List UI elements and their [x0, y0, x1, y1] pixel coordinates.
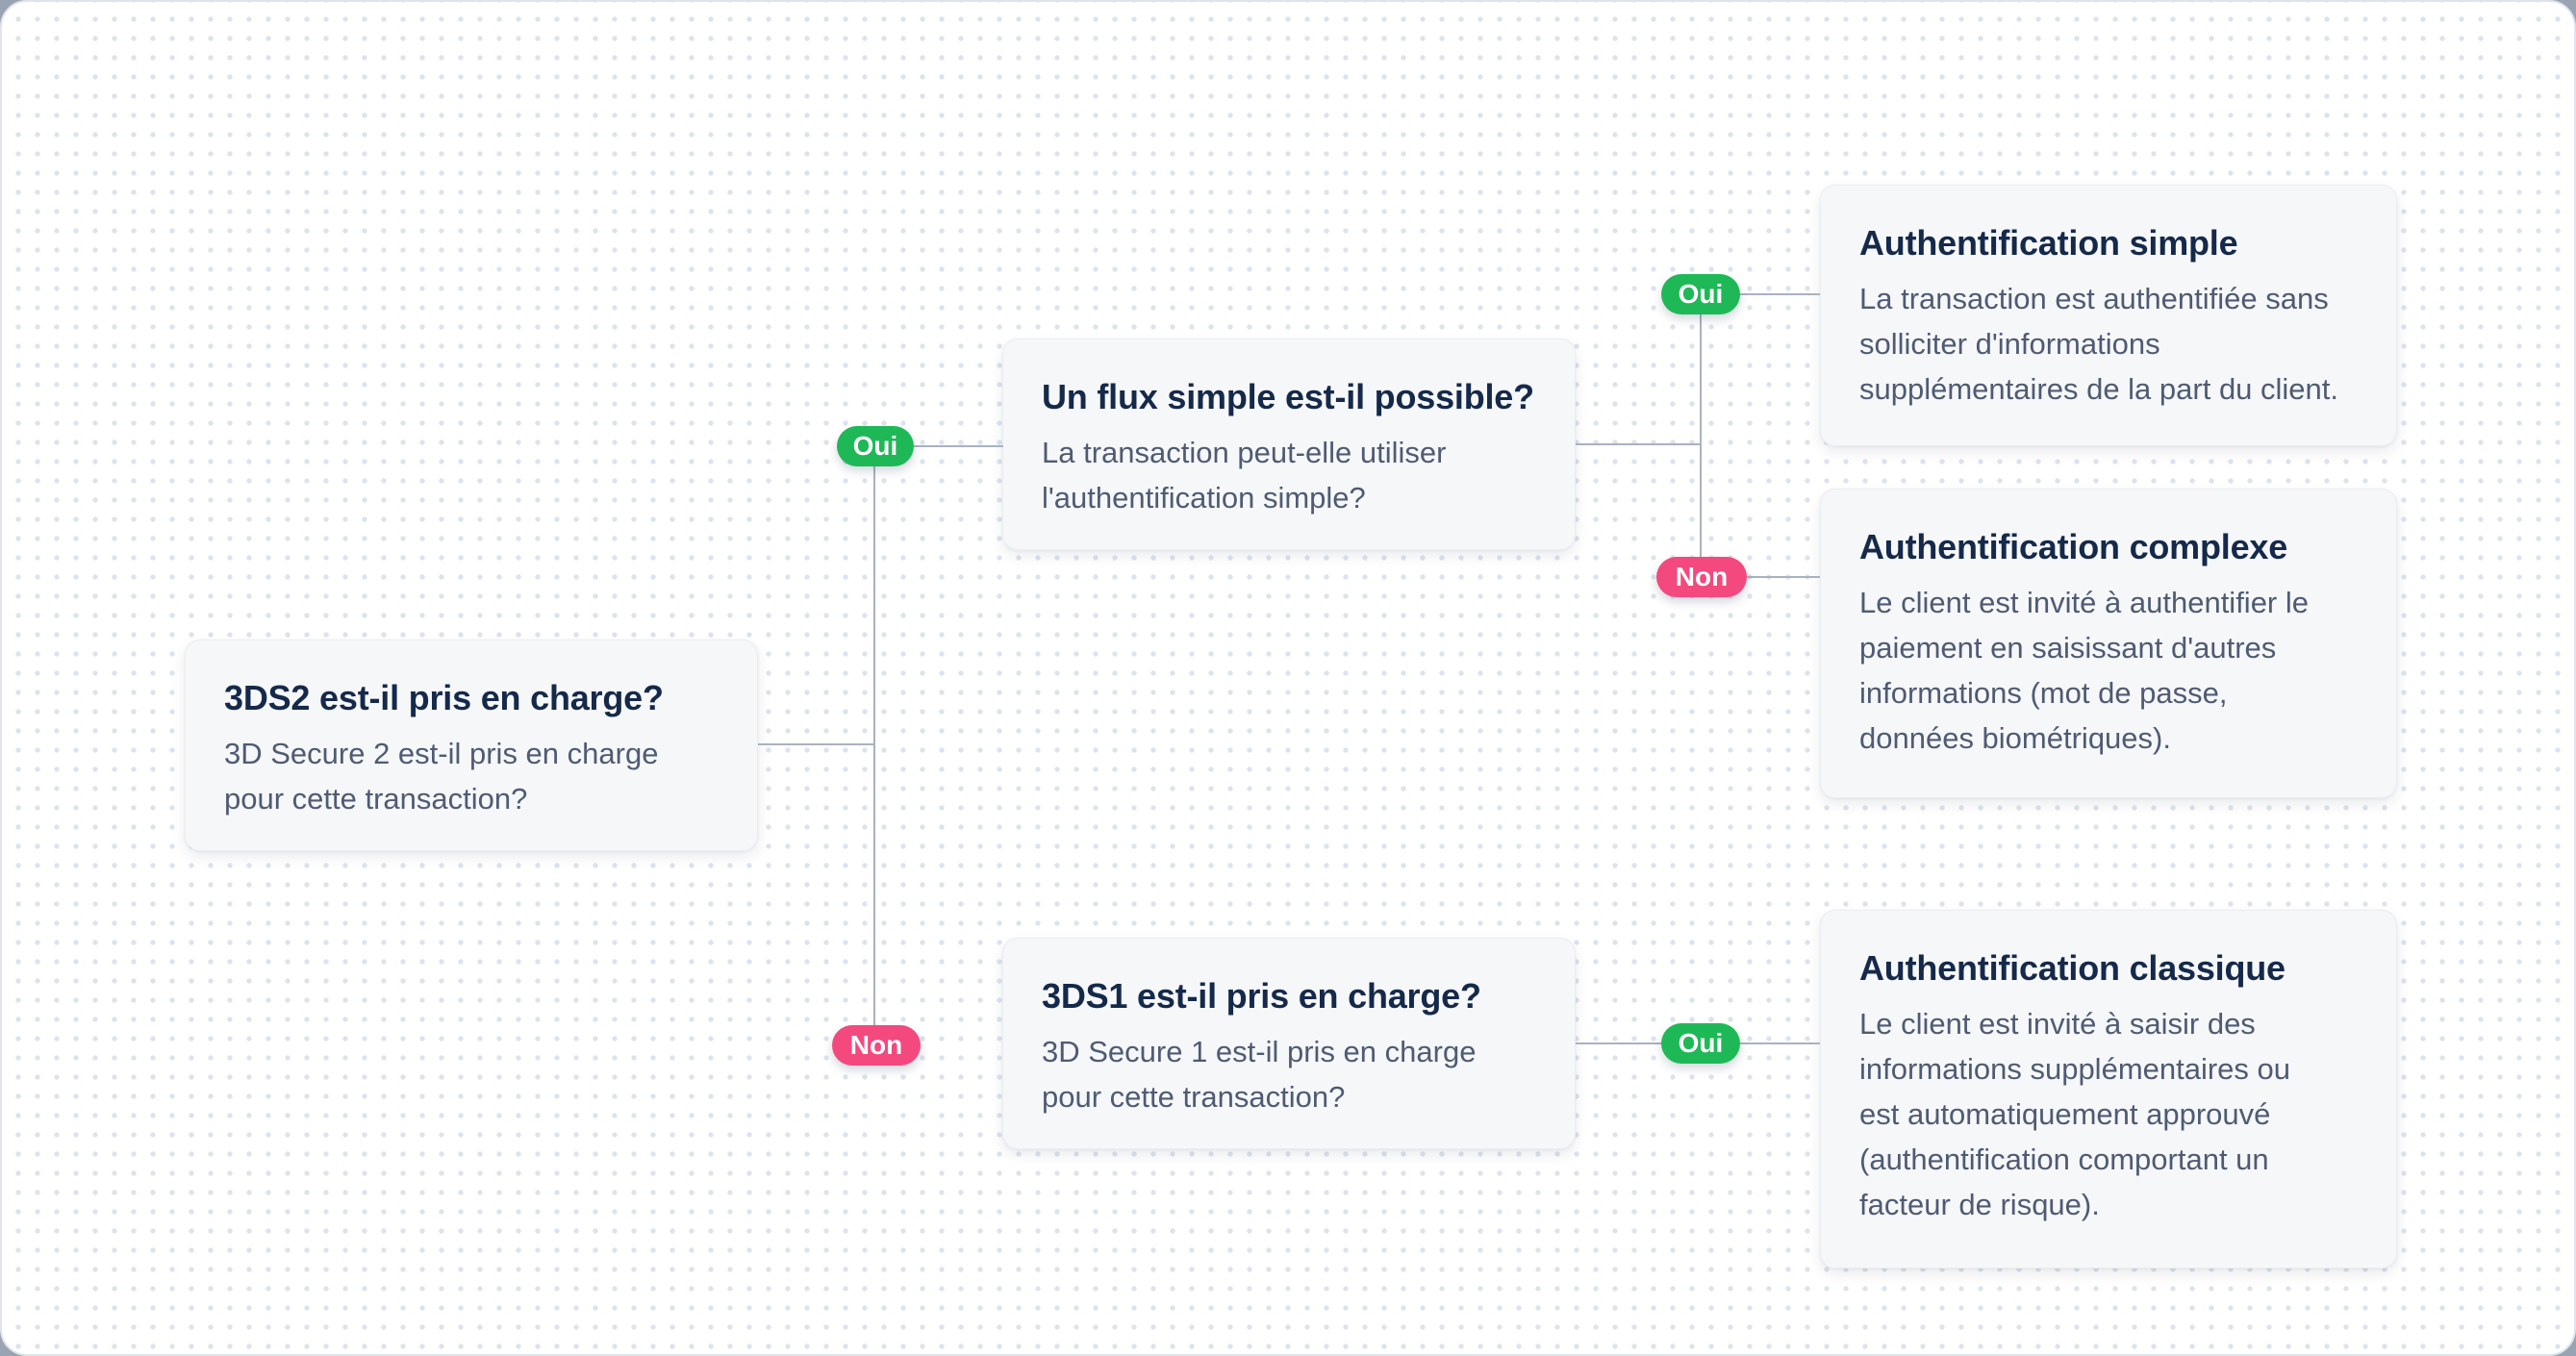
node-description: La transaction est authentifiée sans sol…	[1859, 282, 2339, 406]
node-flux-simple-question: Un flux simple est-il possible? La trans…	[1002, 339, 1576, 550]
connector-oui-to-classique-card	[1740, 1042, 1820, 1044]
edge-label-non: Non	[1656, 557, 1747, 597]
node-title: 3DS1 est-il pris en charge?	[1042, 976, 1481, 1016]
node-3ds2-question: 3DS2 est-il pris en charge? 3D Secure 2 …	[185, 640, 758, 851]
node-title: Authentification classique	[1859, 948, 2286, 988]
connector-flux-branch-vertical	[1700, 314, 1702, 557]
edge-label-non: Non	[832, 1025, 921, 1066]
node-title: Authentification simple	[1859, 223, 2238, 263]
node-description: 3D Secure 1 est-il pris en charge pour c…	[1042, 1035, 1477, 1114]
edge-label-oui: Oui	[837, 426, 914, 466]
connector-root-to-junction	[758, 743, 875, 745]
node-title: Un flux simple est-il possible?	[1042, 377, 1534, 416]
connector-flux-to-junction	[1576, 443, 1702, 445]
node-title: Authentification complexe	[1859, 527, 2288, 566]
node-authentification-complexe: Authentification complexe Le client est …	[1820, 489, 2397, 798]
connector-oui-to-simple-card	[1740, 293, 1820, 295]
edge-label-oui: Oui	[1661, 274, 1740, 314]
node-description: Le client est invité à saisir des inform…	[1859, 1007, 2291, 1221]
connector-oui-to-flux-card	[914, 445, 1003, 447]
edge-label-oui: Oui	[1661, 1023, 1740, 1064]
node-title: 3DS2 est-il pris en charge?	[224, 678, 664, 717]
node-description: Le client est invité à authentifier le p…	[1859, 586, 2309, 755]
node-authentification-classique: Authentification classique Le client est…	[1820, 910, 2397, 1268]
node-description: 3D Secure 2 est-il pris en charge pour c…	[224, 737, 659, 816]
connector-root-branch-vertical	[873, 466, 875, 1025]
connector-non-to-complexe-card	[1747, 576, 1820, 578]
node-authentification-simple: Authentification simple La transaction e…	[1820, 185, 2397, 446]
node-description: La transaction peut-elle utiliser l'auth…	[1042, 436, 1447, 515]
node-3ds1-question: 3DS1 est-il pris en charge? 3D Secure 1 …	[1002, 938, 1576, 1149]
connector-3ds1-to-oui	[1576, 1042, 1661, 1044]
